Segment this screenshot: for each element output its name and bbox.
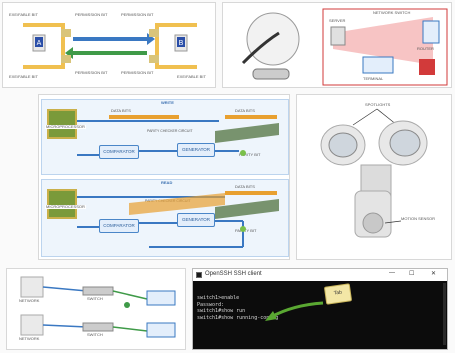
permission-label: PERMISSION BIT — [75, 12, 108, 17]
exe-bit-bottom-left: EXE/FABLE BIT — [9, 74, 38, 79]
data-bits-bar — [225, 191, 277, 195]
maximize-button[interactable]: ☐ — [409, 271, 415, 277]
close-button[interactable]: ✕ — [431, 271, 437, 277]
data-bits-label: DATA BITS — [235, 184, 255, 189]
generator-box: GENERATOR — [177, 143, 215, 157]
pointer-arrow — [265, 301, 324, 321]
data-bits-bar — [225, 115, 277, 119]
panel-switch-network: SWITCH NETWORK SWITCH NETWORK — [6, 268, 186, 350]
read-flow — [77, 193, 279, 248]
motion-sensor-label: MOTION SENSOR — [401, 216, 436, 221]
microprocessor-label: MICROPROCESSOR — [45, 124, 86, 129]
parity-bit-label: PARITY BIT — [239, 152, 261, 157]
permission-label: PERMISSION BIT — [121, 70, 154, 75]
network-connection-diagram — [241, 8, 448, 86]
data-bits-bar — [109, 115, 179, 119]
exe-bit-right: EXE/FABLE BIT — [177, 74, 206, 79]
switch-network-diagram — [20, 276, 176, 338]
label-network-switch: NETWORK SWITCH — [373, 10, 411, 15]
svg-text:B: B — [179, 40, 184, 47]
switch-label: SWITCH — [87, 332, 103, 337]
panel-permission-bits: A B EXE/FABLE BIT EXE/FABLE BIT EXE/FABL… — [2, 2, 216, 88]
terminal-title: OpenSSH SSH client — [205, 271, 262, 277]
read-title: READ — [161, 180, 173, 185]
terminal-output: switch1>enable Password: switch1#show ru… — [197, 295, 278, 321]
panel-spotlights: SPOTLIGHTS MOTION SENSOR — [296, 94, 452, 260]
data-bits-label: DATA BITS — [111, 108, 131, 113]
terminal-window[interactable]: OpenSSH SSH client — ☐ ✕ switch1>enable … — [192, 268, 448, 350]
terminal-line: switch1>enable — [197, 295, 240, 301]
permission-label: PERMISSION BIT — [121, 12, 154, 17]
spotlights-label: SPOTLIGHTS — [365, 102, 391, 107]
parity-bit-label: PARITY BIT — [235, 228, 257, 233]
write-flow — [77, 120, 279, 156]
write-title: WRITE — [161, 100, 174, 105]
spotlight-illustration — [320, 108, 428, 238]
panel-network-connection: NETWORK SWITCH SERVER TERMINAL ROUTER — [222, 2, 452, 88]
panel-parity-diagram: WRITE MICROPROCESSOR DATA BITS DATA BITS… — [38, 94, 290, 260]
tab-key-label: Tab — [333, 289, 343, 297]
generator-box: GENERATOR — [177, 213, 215, 227]
microprocessor-chip-write — [47, 109, 77, 139]
network-label: NETWORK — [19, 298, 40, 303]
terminal-line: Password: — [197, 301, 225, 308]
label-server: SERVER — [329, 18, 346, 23]
terminal-app-icon — [196, 272, 202, 278]
parity-checker-label: PARITY CHECKER CIRCUIT — [147, 129, 193, 133]
permission-diagram: A B — [23, 23, 197, 69]
tab-key-icon: Tab — [323, 283, 353, 305]
label-terminal: TERMINAL — [363, 76, 384, 81]
comparator-box: COMPARATOR — [99, 219, 139, 233]
left-bracket — [23, 23, 65, 69]
terminal-body[interactable]: switch1>enable Password: switch1#show ru… — [193, 281, 447, 349]
microprocessor-label: MICROPROCESSOR — [45, 204, 86, 209]
data-bits-label: DATA BITS — [235, 108, 255, 113]
exe-bit-top-left: EXE/FABLE BIT — [9, 12, 38, 17]
network-label: NETWORK — [19, 336, 40, 341]
terminal-scrollbar[interactable] — [443, 283, 446, 345]
microprocessor-chip-read — [47, 189, 77, 219]
permission-label: PERMISSION BIT — [75, 70, 108, 75]
minimize-button[interactable]: — — [389, 270, 395, 276]
terminal-line: switch1#show running-config — [197, 314, 279, 321]
svg-text:A: A — [37, 40, 42, 47]
comparator-box: COMPARATOR — [99, 145, 139, 159]
label-router: ROUTER — [417, 46, 434, 51]
switch-label: SWITCH — [87, 296, 103, 301]
right-bracket — [155, 23, 197, 69]
terminal-line: switch1#show run — [197, 308, 246, 314]
